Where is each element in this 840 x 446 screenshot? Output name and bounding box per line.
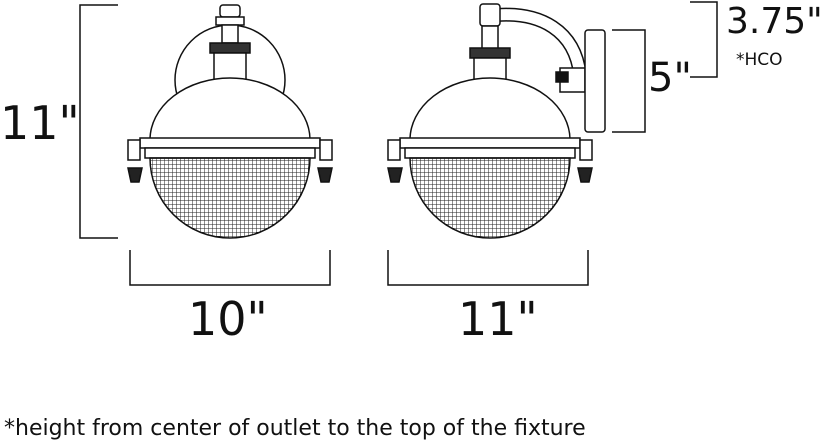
height-bracket [79,4,118,239]
backplate-height-label: 5" [648,55,692,101]
side-width-label: 11" [458,292,538,346]
front-fixture [127,4,333,239]
height-label: 11" [0,96,80,150]
hco-bracket [690,1,718,78]
front-width-label: 10" [188,292,268,346]
hco-label: 3.75" [726,1,823,42]
backplate-bracket [612,29,646,133]
side-fixture [387,3,606,239]
hco-note: *HCO [736,50,783,70]
front-width-bracket [129,250,331,286]
side-width-bracket [387,250,589,286]
footnote: *height from center of outlet to the top… [4,416,586,441]
